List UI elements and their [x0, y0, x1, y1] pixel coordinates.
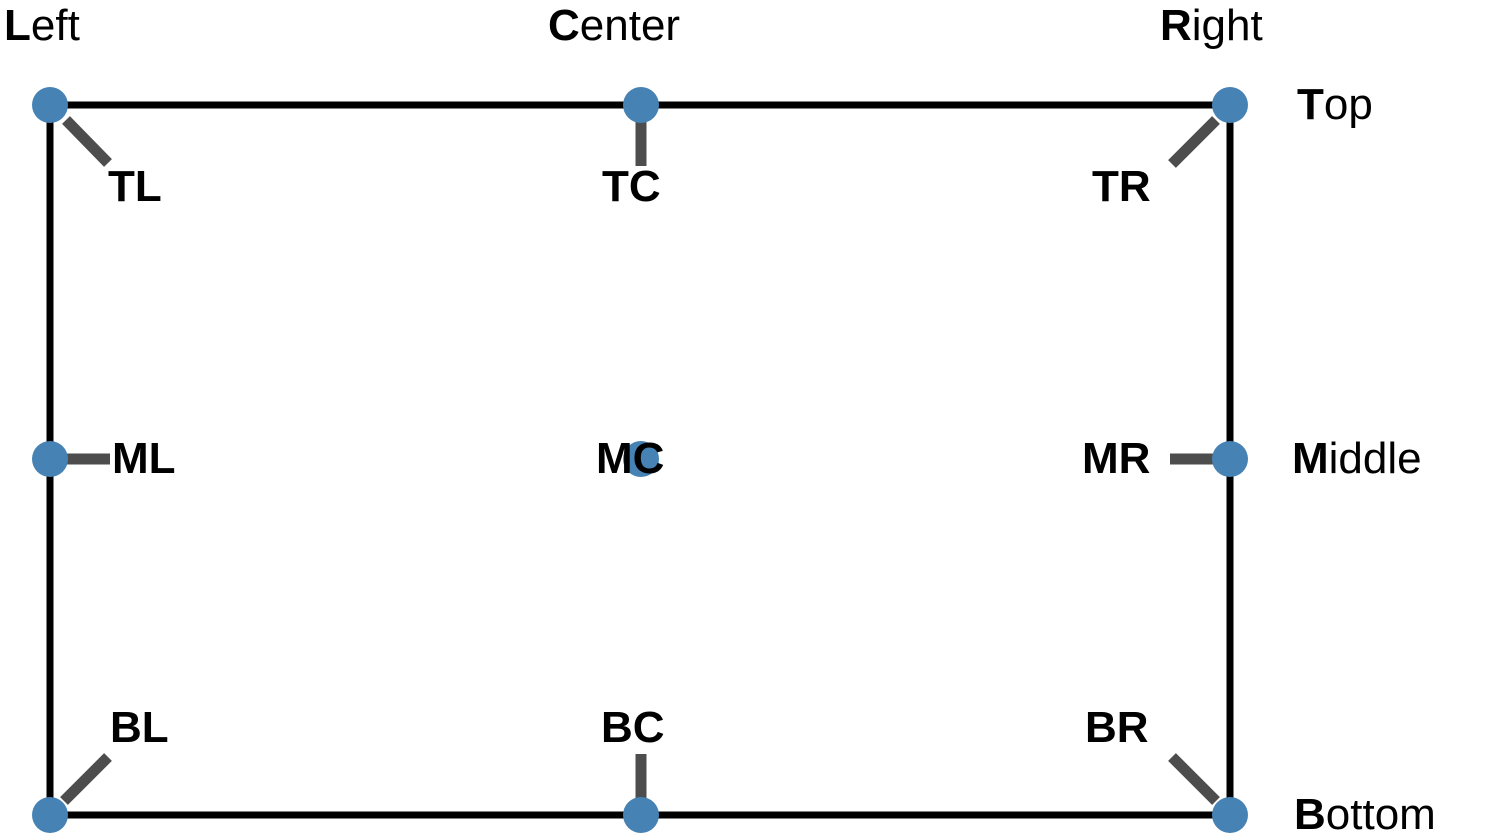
connector-br — [1168, 753, 1220, 805]
anchor-label-br: BR — [1085, 703, 1149, 752]
axis-label-bottom-key: B — [1294, 790, 1326, 839]
axis-label-middle-key: M — [1292, 434, 1329, 483]
connector-tl — [62, 116, 112, 167]
anchor-node-mc[interactable] — [623, 441, 659, 477]
anchor-label-tc: TC — [602, 162, 661, 211]
axis-label-top-key: T — [1297, 80, 1324, 129]
anchor-node-ml[interactable] — [32, 441, 68, 477]
axis-label-right: Right — [1160, 4, 1263, 48]
anchor-label-mc: MC — [596, 434, 665, 483]
axis-label-center: Center — [548, 4, 680, 48]
anchor-label-ml: ML — [112, 434, 176, 483]
axis-label-left: Left — [4, 4, 80, 48]
axis-label-center-rest: enter — [579, 1, 681, 50]
axis-label-bottom-rest: ottom — [1325, 790, 1436, 839]
axis-label-left-key: L — [4, 1, 31, 50]
axis-label-right-rest: ight — [1191, 1, 1263, 50]
anchor-node-bl[interactable] — [32, 797, 68, 833]
anchor-label-mr: MR — [1082, 434, 1151, 483]
axis-label-center-key: C — [548, 1, 580, 50]
connector-tr — [1168, 116, 1220, 168]
anchor-node-tc[interactable] — [623, 87, 659, 123]
anchor-label-tr: TR — [1092, 162, 1151, 211]
axis-label-left-rest: eft — [30, 1, 80, 50]
anchor-node-mr[interactable] — [1212, 441, 1248, 477]
anchor-nodes — [32, 87, 1248, 833]
anchor-label-bl: BL — [110, 703, 169, 752]
axis-label-bottom: Bottom — [1294, 793, 1436, 837]
anchor-node-br[interactable] — [1212, 797, 1248, 833]
anchor-label-bc: BC — [601, 703, 665, 752]
axis-label-right-key: R — [1160, 1, 1192, 50]
axis-label-top-rest: op — [1323, 80, 1373, 129]
axis-label-middle: Middle — [1292, 437, 1422, 481]
axis-label-middle-rest: iddle — [1328, 434, 1422, 483]
anchor-node-tr[interactable] — [1212, 87, 1248, 123]
anchor-connectors — [60, 116, 1220, 805]
anchor-node-tl[interactable] — [32, 87, 68, 123]
anchor-label-tl: TL — [108, 162, 162, 211]
axis-label-top: Top — [1297, 83, 1373, 127]
anchor-node-bc[interactable] — [623, 797, 659, 833]
connector-bl — [60, 753, 112, 805]
